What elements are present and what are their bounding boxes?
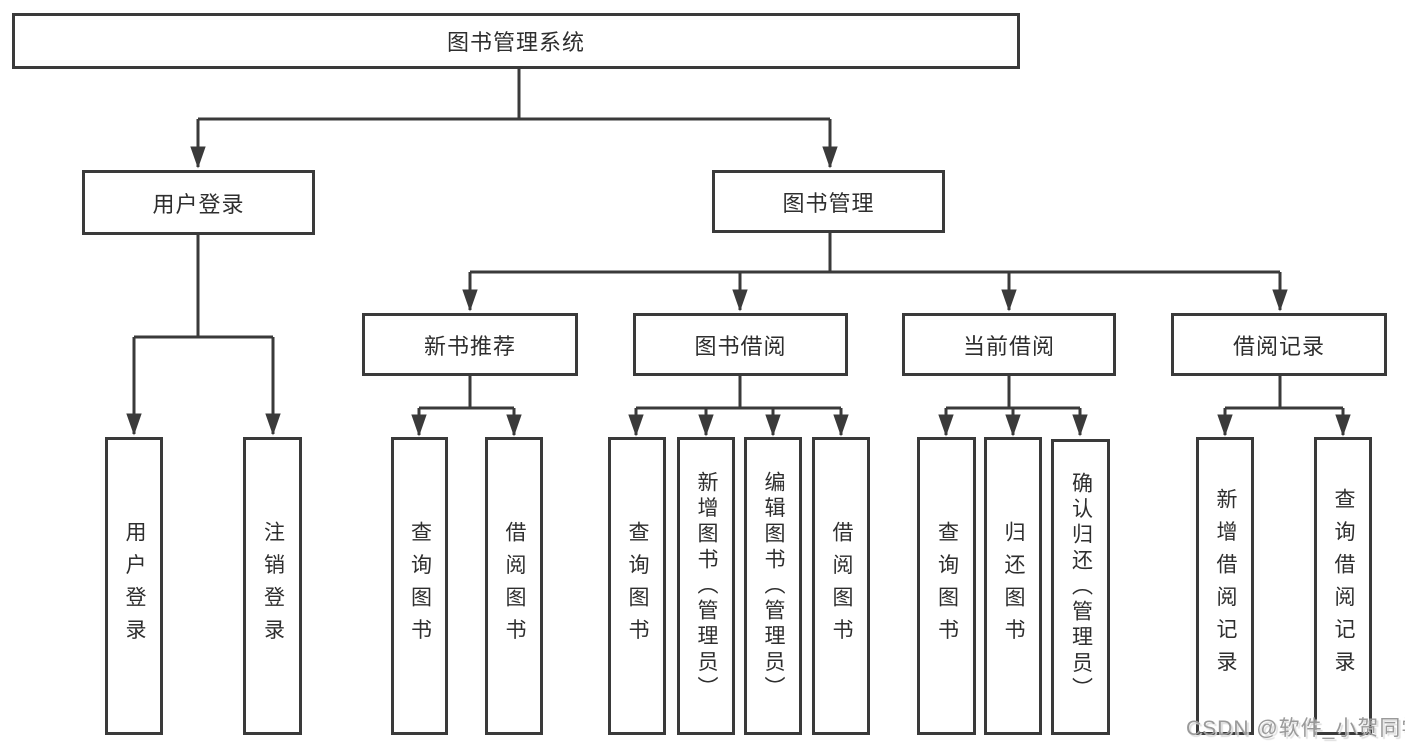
leaf-label: 查询图书 <box>935 520 959 652</box>
node-current-borrowing: 当前借阅 <box>902 313 1116 376</box>
node-new-book-recommend: 新书推荐 <box>362 313 578 376</box>
node-borrowing-records: 借阅记录 <box>1171 313 1387 376</box>
node-book-management: 图书管理 <box>712 170 945 233</box>
node-book-borrowing: 图书借阅 <box>633 313 848 376</box>
node-label: 图书管理 <box>782 190 875 216</box>
leaf-query-books-current: 查询图书 <box>917 437 976 735</box>
node-user-login: 用户登录 <box>82 170 315 235</box>
leaf-query-borrow-record: 查询借阅记录 <box>1314 437 1372 735</box>
leaf-borrow-books-borrowing: 借阅图书 <box>812 437 870 735</box>
node-label: 图书管理系统 <box>446 30 585 55</box>
leaf-label: 借阅图书 <box>503 520 526 652</box>
node-library-management-system: 图书管理系统 <box>12 13 1020 69</box>
node-label: 图书借阅 <box>694 333 787 359</box>
node-label: 借阅记录 <box>1232 333 1325 359</box>
leaf-label: 查询借阅记录 <box>1332 488 1355 684</box>
csdn-watermark: CSDN @软件_小贺同学 <box>1186 717 1405 740</box>
leaf-label: 归还图书 <box>1002 520 1025 652</box>
node-label: 当前借阅 <box>962 333 1055 359</box>
leaf-label: 确认归还（管理员） <box>1069 471 1093 703</box>
leaf-label: 查询图书 <box>626 520 649 652</box>
leaf-label: 新增借阅记录 <box>1214 488 1237 684</box>
leaf-edit-book-admin: 编辑图书（管理员） <box>744 437 802 735</box>
leaf-add-book-admin: 新增图书（管理员） <box>677 437 735 735</box>
node-label: 新书推荐 <box>423 333 516 359</box>
leaf-label: 新增图书（管理员） <box>695 470 718 702</box>
leaf-label: 注销登录 <box>261 520 285 652</box>
leaf-label: 借阅图书 <box>830 520 853 652</box>
leaf-confirm-return-admin: 确认归还（管理员） <box>1051 439 1110 735</box>
node-label: 用户登录 <box>152 191 245 217</box>
leaf-query-books-recommend: 查询图书 <box>391 437 448 735</box>
leaf-label: 查询图书 <box>408 520 432 652</box>
leaf-borrow-books-recommend: 借阅图书 <box>485 437 543 735</box>
leaf-label: 编辑图书（管理员） <box>762 470 785 702</box>
leaf-logout: 注销登录 <box>243 437 302 735</box>
leaf-query-books-borrowing: 查询图书 <box>608 437 666 735</box>
leaf-label: 用户登录 <box>123 520 146 652</box>
leaf-add-borrow-record: 新增借阅记录 <box>1196 437 1254 735</box>
leaf-return-books: 归还图书 <box>984 437 1042 735</box>
leaf-user-login: 用户登录 <box>105 437 163 735</box>
